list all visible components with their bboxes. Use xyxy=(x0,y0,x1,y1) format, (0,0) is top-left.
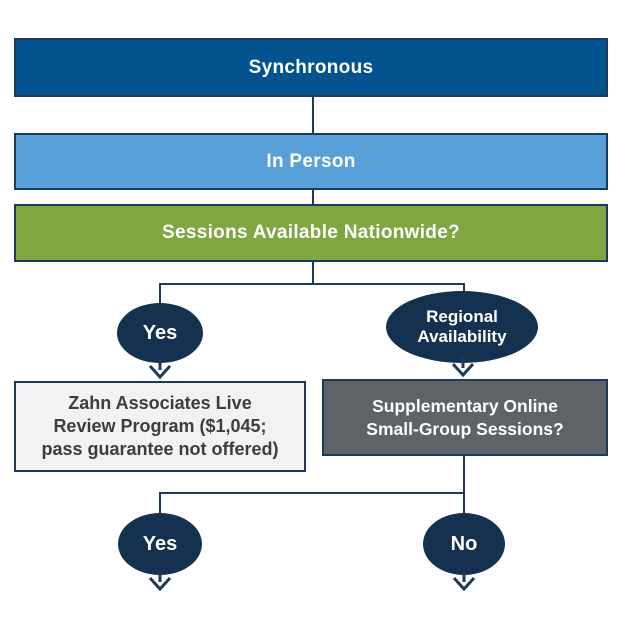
node-in-person-label: In Person xyxy=(266,150,356,172)
node-zahn-line1: Zahn Associates Live xyxy=(68,393,252,414)
connector-line xyxy=(159,492,161,514)
node-sessions-nationwide-label: Sessions Available Nationwide? xyxy=(162,222,460,243)
connector-line xyxy=(463,492,465,514)
arrow-down-icon xyxy=(146,360,174,380)
node-synchronous-label: Synchronous xyxy=(248,56,374,78)
connector-line xyxy=(312,95,314,133)
node-supplementary-line2: Small-Group Sessions? xyxy=(366,418,564,439)
arrow-down-icon xyxy=(449,358,477,378)
connector-line xyxy=(463,283,465,294)
node-supplementary-line1: Supplementary Online xyxy=(372,395,558,416)
node-regional-availability: Regional Availability xyxy=(386,291,538,363)
connector-line xyxy=(312,260,314,283)
node-yes-bottom: Yes xyxy=(118,513,202,575)
node-zahn-program: Zahn Associates Live Review Program ($1,… xyxy=(14,381,306,472)
connector-line xyxy=(159,492,465,494)
arrow-down-icon xyxy=(146,572,174,592)
arrow-down-icon xyxy=(450,572,478,592)
node-zahn-line3: pass guarantee not offered) xyxy=(41,438,279,459)
connector-line xyxy=(159,283,465,285)
node-supplementary-online: Supplementary Online Small-Group Session… xyxy=(322,379,608,456)
node-synchronous: Synchronous xyxy=(14,38,608,97)
node-sessions-nationwide: Sessions Available Nationwide? xyxy=(14,204,608,262)
node-zahn-line2: Review Program ($1,045; xyxy=(53,416,267,437)
connector-line xyxy=(312,188,314,204)
connector-line xyxy=(463,454,465,493)
node-yes-top-label: Yes xyxy=(142,321,178,344)
node-regional-line2: Availability xyxy=(417,327,507,346)
node-no-label: No xyxy=(450,532,478,555)
connector-line xyxy=(159,283,161,305)
node-yes-top: Yes xyxy=(117,303,203,363)
node-regional-line1: Regional xyxy=(426,306,498,326)
node-yes-bottom-label: Yes xyxy=(142,532,178,555)
node-no: No xyxy=(423,513,505,575)
node-in-person: In Person xyxy=(14,133,608,190)
